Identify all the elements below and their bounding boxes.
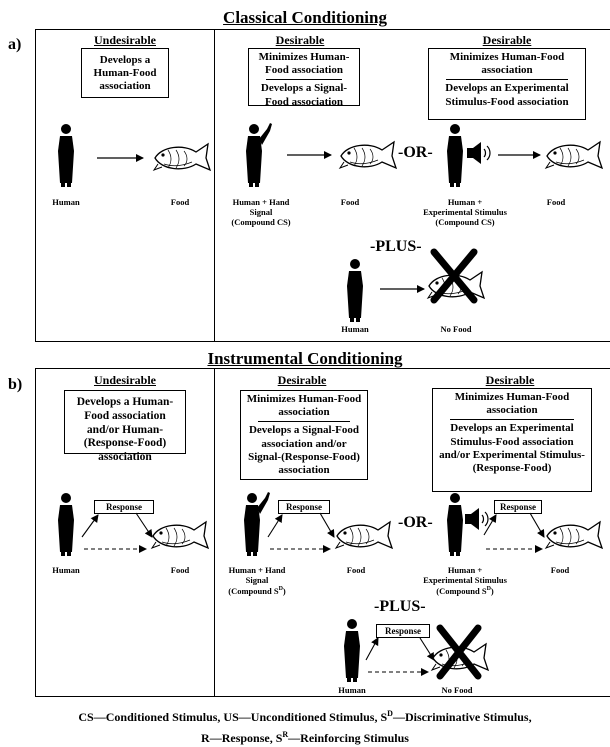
- instrumental-col3-box-top: Minimizes Human-Food association: [454, 391, 570, 417]
- instrumental-plus: -PLUS-: [374, 598, 426, 615]
- human-icon: [347, 259, 363, 322]
- instrumental-no-food-label: No Food: [441, 685, 473, 695]
- classical-human-label: Human: [52, 197, 80, 207]
- instrumental-column-divider: [214, 368, 215, 696]
- classical-food-label-3: Food: [546, 197, 566, 207]
- classical-col1-header: Undesirable: [93, 33, 156, 47]
- instrumental-col3-header: Desirable: [485, 373, 535, 387]
- classical-food-label: Food: [170, 197, 190, 207]
- classical-title: Classical Conditioning: [223, 8, 387, 27]
- legend: CS—Conditioned Stimulus, US—Unconditione…: [0, 705, 610, 747]
- classical-col1-box: Develops a Human-Food association: [81, 48, 169, 98]
- instrumental-col2-header: Desirable: [277, 373, 327, 387]
- response-box: Response: [94, 500, 154, 514]
- instrumental-panel-label: b): [8, 376, 23, 393]
- cross-icon: [430, 248, 478, 304]
- instrumental-col2-box-bottom: Develops a Signal-Food association and/o…: [248, 424, 360, 476]
- speaker-icon: [466, 141, 491, 165]
- arrow-icon: [498, 151, 541, 159]
- arrow-icon: [380, 285, 425, 293]
- classical-col3-box: Minimizes Human-Food association Develop…: [428, 48, 586, 120]
- human-icon: [58, 493, 74, 556]
- arrow-icon: [287, 151, 332, 159]
- response-arrows: [81, 512, 153, 553]
- arrow-icon: [97, 154, 144, 162]
- classical-col3-box-top: Minimizes Human-Food association: [449, 51, 565, 77]
- fish-icon: [153, 143, 211, 171]
- instrumental-title: Instrumental Conditioning: [207, 349, 403, 368]
- cross-icon: [436, 624, 482, 680]
- human-icon: [447, 124, 463, 187]
- instrumental-col3-box-bottom: Develops an Experimental Stimulus-Food a…: [439, 422, 585, 474]
- classical-col3-header: Desirable: [482, 33, 532, 47]
- classical-plus: -PLUS-: [370, 238, 422, 255]
- human-icon: [344, 619, 360, 682]
- instrumental-col3-box: Minimizes Human-Food association Develop…: [432, 388, 592, 492]
- instrumental-col2-box: Minimizes Human-Food association Develop…: [240, 390, 368, 480]
- response-arrows: [483, 512, 545, 553]
- legend-line-1: CS—Conditioned Stimulus, US—Unconditione…: [78, 709, 532, 724]
- instrumental-col1-header: Undesirable: [93, 373, 156, 387]
- classical-col2-box-bottom: Develops a Signal-Food association: [260, 82, 348, 108]
- instrumental-human-stimulus-label: Human +Experimental Stimulus(Compound SD…: [423, 565, 507, 596]
- instrumental-food-label-2: Food: [346, 565, 366, 575]
- classical-human-stimulus-label: Human +Experimental Stimulus(Compound CS…: [423, 197, 507, 227]
- fish-icon: [151, 521, 209, 549]
- instrumental-plus-human-label: Human: [338, 685, 366, 695]
- instrumental-human-label: Human: [52, 565, 80, 575]
- classical-column-divider: [214, 29, 215, 341]
- legend-line-2: R—Response, SR—Reinforcing Stimulus: [201, 730, 409, 745]
- human-icon: [447, 493, 463, 556]
- classical-col2-box-top: Minimizes Human-Food association: [258, 51, 350, 77]
- response-box: Response: [494, 500, 542, 514]
- classical-col2-box: Minimizes Human-Food association Develop…: [248, 48, 360, 108]
- response-arrows: [365, 637, 435, 676]
- classical-panel: [35, 29, 610, 342]
- classical-food-label-2: Food: [340, 197, 360, 207]
- instrumental-panel: [35, 368, 610, 697]
- instrumental-col1-box-text: Develops a Human-Food association and/or…: [76, 396, 174, 464]
- instrumental-food-label-3: Food: [550, 565, 570, 575]
- classical-or: -OR-: [398, 144, 433, 161]
- classical-col2-header: Desirable: [275, 33, 325, 47]
- fish-icon: [545, 141, 603, 169]
- classical-col1-box-text: Develops a Human-Food association: [93, 54, 157, 93]
- human-icon: [58, 124, 74, 187]
- response-box: Response: [278, 500, 330, 514]
- fish-icon: [545, 521, 603, 549]
- instrumental-col1-box: Develops a Human-Food association and/or…: [64, 390, 186, 463]
- fish-icon: [335, 521, 393, 549]
- response-box: Response: [376, 624, 430, 638]
- response-arrows: [267, 512, 335, 553]
- classical-col3-box-bottom: Develops an Experimental Stimulus-Food a…: [445, 82, 569, 108]
- fish-icon: [339, 141, 397, 169]
- instrumental-or: -OR-: [398, 514, 433, 531]
- human-hand-signal-icon: [246, 123, 272, 187]
- classical-no-food-label: No Food: [440, 324, 472, 334]
- classical-plus-human-label: Human: [341, 324, 369, 334]
- classical-panel-label: a): [8, 36, 22, 53]
- instrumental-col2-box-top: Minimizes Human-Food association: [246, 393, 362, 419]
- instrumental-food-label: Food: [170, 565, 190, 575]
